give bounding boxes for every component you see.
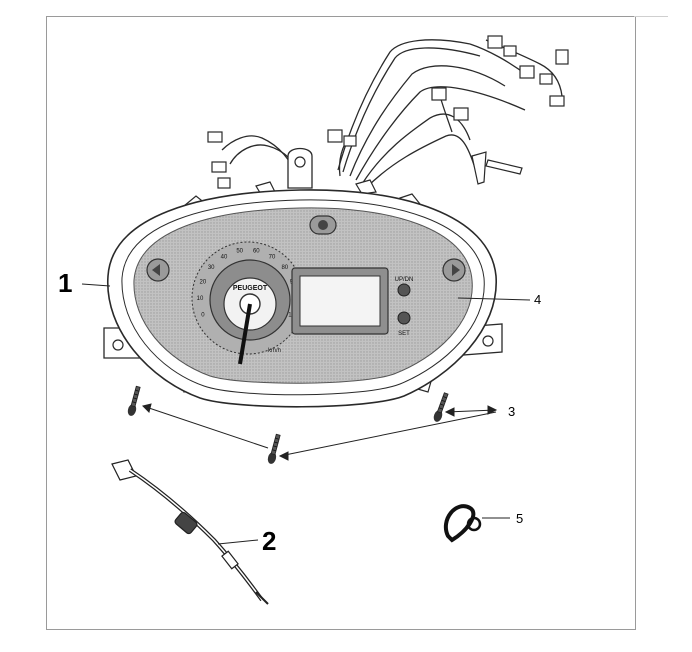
turn-signal-right-icon: [442, 258, 466, 282]
instrument-cluster: PEUGEOT 0102030405060708090100110 km/h U…: [103, 147, 503, 408]
set-button: [397, 311, 411, 325]
screw-middle: [267, 433, 281, 464]
turn-signal-left-icon: [146, 258, 170, 282]
callout-3: 3: [508, 404, 515, 419]
high-beam-icon: [309, 215, 337, 235]
harness-connectors: [207, 35, 569, 189]
leader-lines: [81, 283, 531, 545]
screw-right: [433, 392, 449, 422]
callout-2: 2: [262, 526, 276, 556]
speedometer-cable: [111, 459, 269, 605]
speed-unit-label: km/h: [268, 348, 281, 354]
speed-tick-label: 80: [281, 265, 288, 271]
speed-tick-label: 0: [201, 312, 205, 318]
button-label-top: UP/DN: [395, 277, 414, 283]
screw-left: [127, 385, 141, 416]
brand-label: PEUGEOT: [233, 285, 268, 292]
mode-button: [397, 283, 411, 297]
cable-clip: [444, 504, 482, 543]
speedometer-needle: [238, 303, 252, 365]
callout-5: 5: [516, 511, 523, 526]
speed-tick-label: 30: [208, 265, 215, 271]
speed-tick-label: 50: [236, 249, 243, 255]
lcd-display: [291, 267, 389, 335]
speed-tick-label: 60: [253, 249, 260, 255]
callout-4: 4: [534, 292, 541, 307]
speed-tick-label: 70: [269, 254, 276, 260]
speed-tick-label: 40: [221, 254, 228, 260]
speedometer: PEUGEOT 0102030405060708090100110 km/h: [191, 241, 305, 365]
callout-1: 1: [58, 268, 72, 298]
speed-tick-label: 20: [200, 280, 207, 286]
top-mount-bracket: [287, 147, 313, 189]
speed-tick-label: 10: [197, 296, 204, 302]
frame-corner-line: [634, 16, 668, 17]
button-label-bottom: SET: [398, 331, 410, 337]
